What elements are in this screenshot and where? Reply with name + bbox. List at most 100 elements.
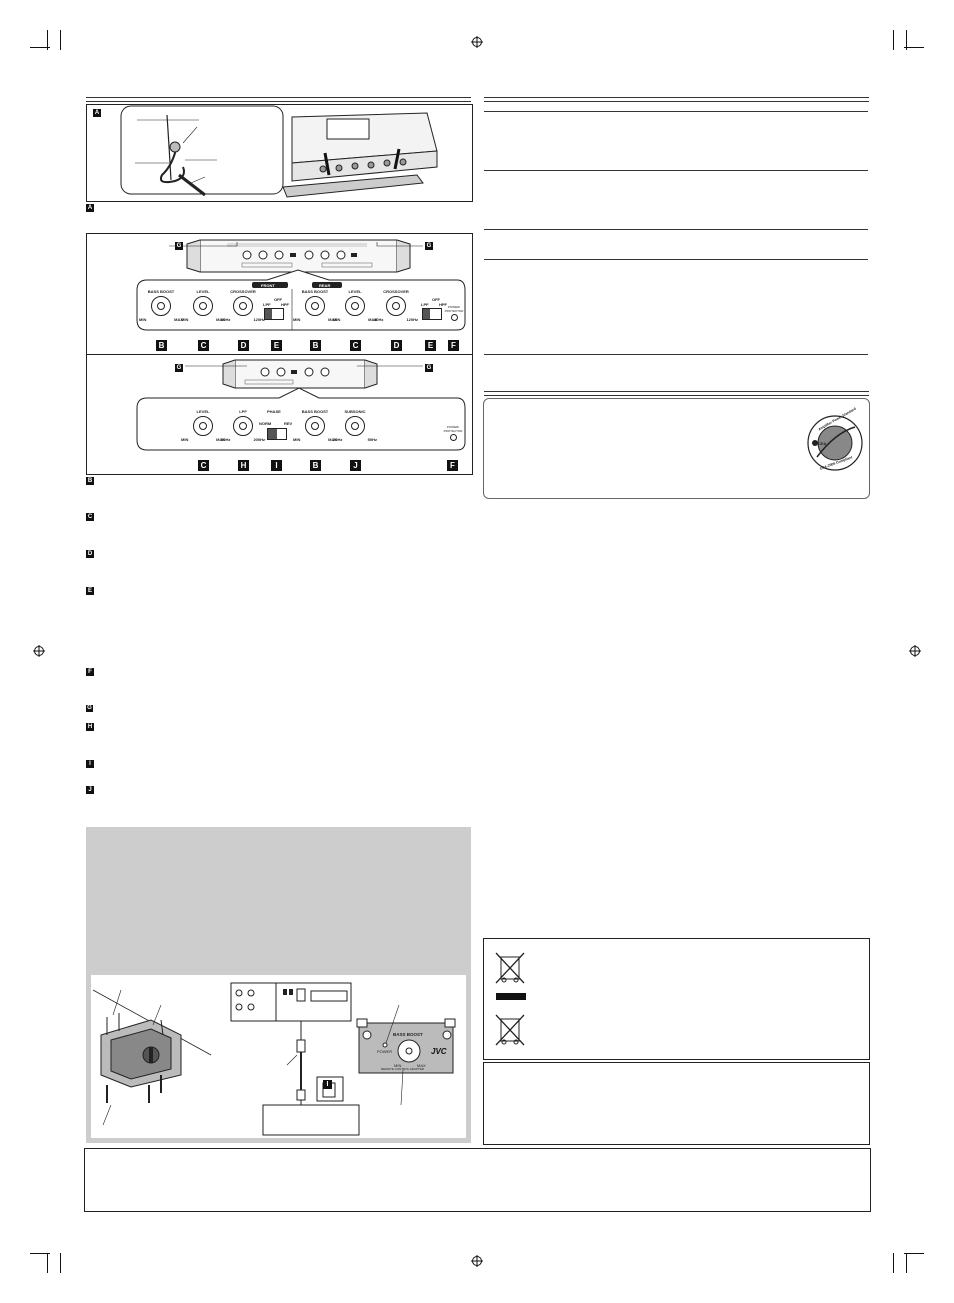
remote-installation-panel: I BASS BOOST POWER MIN MAX JVC REMOTE CO…: [86, 827, 471, 1143]
rotary-knob[interactable]: [345, 416, 365, 436]
cea-mark: CEA: [818, 441, 827, 446]
g-tag-left: G: [175, 364, 183, 372]
knob-min-label: 20Hz: [333, 437, 343, 442]
knob-group: LEVEL MIN MAX: [333, 289, 377, 329]
callout-tag: D: [391, 340, 402, 351]
section-rule: [484, 391, 869, 396]
knob-label: LPF: [239, 409, 247, 414]
footer-box: [84, 1148, 871, 1212]
knob-max-label: MAX: [328, 437, 337, 442]
knob-max-label: MAX: [174, 317, 183, 322]
desc-tag-h: H: [86, 723, 94, 731]
knob-label: SUBSONIC: [344, 409, 366, 414]
phase-title: PHASE: [267, 409, 281, 414]
phase-switch[interactable]: [267, 428, 287, 440]
section-rule: [86, 97, 471, 102]
divider: [484, 259, 868, 260]
rotary-knob[interactable]: [233, 416, 253, 436]
knob-max-label: 200Hz: [253, 437, 265, 442]
g-tag-right: G: [425, 242, 433, 250]
rotary-knob[interactable]: [386, 296, 406, 316]
knob-max-label: MAX: [368, 317, 377, 322]
knob-max-label: MAX: [216, 437, 225, 442]
knob-label: BASS BOOST: [147, 289, 175, 294]
desc-tag-g: G: [86, 705, 93, 712]
knob-center-icon: [351, 422, 359, 430]
registration-mark-icon: [471, 36, 483, 48]
remote-power-label: POWER: [377, 1049, 393, 1054]
callout-tag: E: [271, 340, 282, 351]
rotary-knob[interactable]: [233, 296, 253, 316]
crossed-bin-icon: [495, 1014, 525, 1046]
figure-divider: [87, 354, 472, 355]
knob-min-label: 80Hz: [374, 317, 384, 322]
switch-off-label: OFF: [432, 297, 440, 302]
switch-hpf-label: HPF: [281, 302, 289, 307]
desc-tag-d: D: [86, 550, 94, 558]
knob-center-icon: [351, 302, 359, 310]
divider: [484, 111, 868, 112]
remote-installation-illustration: [92, 982, 456, 1136]
knob-center-icon: [199, 302, 207, 310]
section-rule: [484, 97, 869, 102]
knob-center-icon: [239, 422, 247, 430]
cable-detail-illustration: [120, 105, 438, 198]
rotary-knob[interactable]: [193, 296, 213, 316]
rotary-knob[interactable]: [305, 296, 325, 316]
remote-brand-logo: JVC: [431, 1047, 447, 1056]
callout-tag: C: [198, 340, 209, 351]
desc-tag-j: J: [86, 786, 94, 794]
knob-min-label: MIN: [333, 317, 341, 322]
remote-title: BASS BOOST: [393, 1032, 423, 1037]
notice-box: [483, 1062, 870, 1145]
cea-compliance-box: Amplifier Power Standard CEA-2006 Compli…: [483, 398, 870, 499]
bar-mark: [496, 993, 526, 1000]
rotary-knob[interactable]: [193, 416, 213, 436]
power-indicator-icon: [450, 434, 457, 441]
rotary-knob[interactable]: [345, 296, 365, 316]
crossed-bin-icon: [495, 952, 525, 984]
caption-tag-a: A: [86, 204, 94, 212]
callout-tag: J: [350, 460, 361, 471]
rotary-knob[interactable]: [305, 416, 325, 436]
knob-center-icon: [392, 302, 400, 310]
rear-badge: REAR: [319, 283, 331, 288]
crossover-switch[interactable]: [422, 308, 442, 320]
knob-min-label: MIN: [293, 437, 301, 442]
g-tag-left: G: [175, 242, 183, 250]
knob-min-label: MIN: [181, 317, 189, 322]
knob-group: BASS BOOST MIN MAX: [293, 409, 337, 449]
knob-max-label: MAX: [216, 317, 225, 322]
knob-center-icon: [199, 422, 207, 430]
callout-tag: C: [350, 340, 361, 351]
callout-tag: I: [271, 460, 282, 471]
knob-max-label: MAX: [328, 317, 337, 322]
callout-tag: B: [310, 460, 321, 471]
phase-rev-label: REV: [284, 421, 293, 426]
knob-label: BASS BOOST: [301, 409, 329, 414]
knob-center-icon: [239, 302, 247, 310]
switch-off-label: OFF: [274, 297, 282, 302]
callout-tag: F: [448, 340, 459, 351]
knob-label: LEVEL: [348, 289, 362, 294]
crossover-switch[interactable]: [264, 308, 284, 320]
knob-center-icon: [311, 422, 319, 430]
knob-max-label: 120Hz: [253, 317, 265, 322]
indicator-label: POWER/ PROTECTOR: [443, 425, 463, 433]
power-indicator-icon: [451, 314, 458, 321]
figure-tag: A: [93, 109, 101, 117]
rotary-knob[interactable]: [151, 296, 171, 316]
desc-tag-e: E: [86, 587, 94, 595]
knob-label: CROSSOVER: [230, 289, 256, 294]
registration-mark-icon: [909, 645, 921, 657]
desc-tag-f: F: [86, 668, 94, 676]
disposal-info-box: [483, 938, 870, 1060]
desc-tag-b: B: [86, 477, 94, 485]
divider: [484, 354, 868, 355]
divider: [484, 170, 868, 171]
